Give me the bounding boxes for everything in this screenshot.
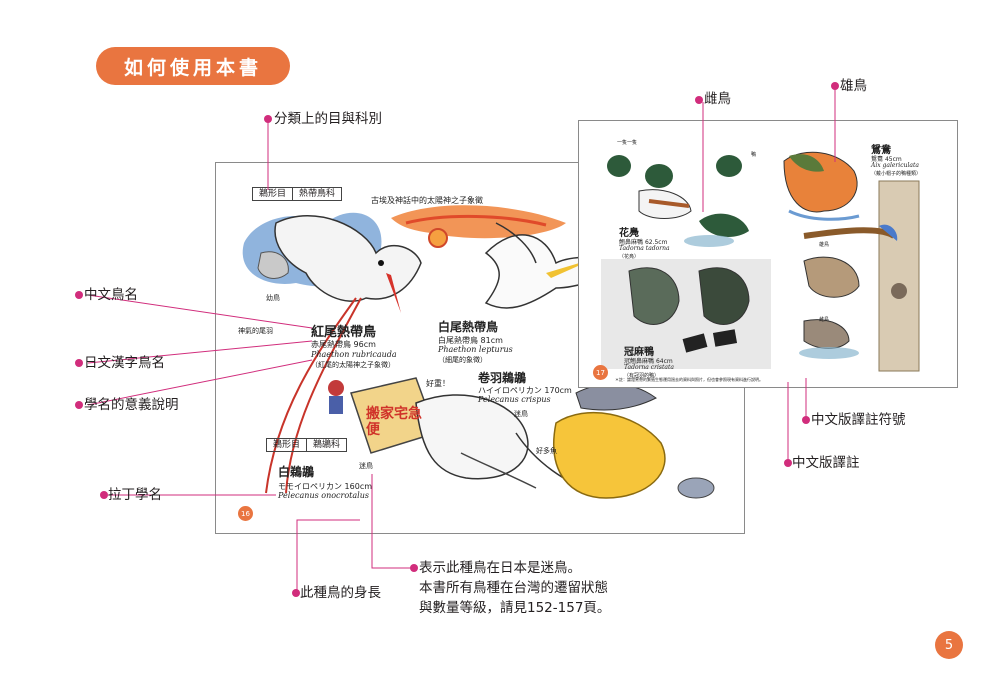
- order-tag: 鵜形目: [267, 439, 308, 451]
- side-note-1: 一隻一隻: [617, 140, 638, 146]
- delivery-box-label: 搬家宅急便: [366, 406, 422, 438]
- bird1-chinese-name: 紅尾熱帶鳥: [311, 325, 377, 340]
- bird2-japanese-name: 冠翹鼻麻鴨: [624, 358, 655, 365]
- bird1-chinese-name: 花鳧: [619, 228, 639, 239]
- annotation-dot-translator-mark: [802, 416, 810, 424]
- bird1-japanese-name: 翹鼻麻鴨: [619, 239, 644, 246]
- side-note-2: 鴨: [751, 152, 757, 158]
- bird3-latin-name: Aix galericulata: [871, 162, 919, 169]
- order-family-tag-2: 鵜形目 鵜鶘科: [266, 438, 348, 452]
- bird2-japanese-name: 白尾熱帶鳥: [438, 336, 478, 345]
- annotation-order-family: 分類上的目與科別: [274, 111, 382, 127]
- annotation-scientific-meaning: 學名的意義說明: [84, 397, 179, 413]
- annotation-dot-body-length: [292, 589, 300, 597]
- side-note-vagrant: 迷鳥: [359, 462, 373, 470]
- family-tag: 熱帶鳥科: [299, 189, 336, 199]
- family-tag: 鵜鶘科: [313, 440, 341, 450]
- bird1-latin-name: Tadorna tadorna: [619, 245, 670, 252]
- annotation-dot-translator-note: [784, 459, 792, 467]
- bird3-latin-name: Pelecanus crispus: [478, 395, 551, 404]
- page-title: 如何使用本書: [96, 47, 290, 85]
- annotation-female: 雌鳥: [704, 91, 731, 107]
- annotation-dot-japanese-name: [75, 359, 83, 367]
- annotation-translator-note: 中文版譯註: [792, 455, 860, 471]
- annotation-dot-scientific-meaning: [75, 401, 83, 409]
- bird2-chinese-name: 冠麻鴨: [624, 347, 654, 358]
- page-badge-right: 17: [593, 365, 608, 380]
- bird1-meaning: （花鳧）: [619, 254, 640, 260]
- annotation-dot-chinese-name: [75, 291, 83, 299]
- sample-page-left: 鵜形目 熱帶鳥科 古埃及神話中的太陽神之子象徵 紅尾熱帶鳥 赤尾熱帶鳥 96cm…: [215, 162, 745, 534]
- page-badge-left: 16: [238, 506, 253, 521]
- bird2-length: 81cm: [480, 336, 503, 345]
- bird1-length: 96cm: [353, 340, 376, 349]
- bird3-length: 45cm: [884, 156, 902, 163]
- side-note-3: 雄鳥: [819, 242, 830, 248]
- side-note-heavy: 好重！: [426, 379, 450, 388]
- annotation-chinese-name: 中文鳥名: [84, 287, 138, 303]
- order-tag: 鵜形目: [253, 188, 294, 200]
- annotation-dot-male: [831, 82, 839, 90]
- bird4-latin-name: Pelecanus onocrotalus: [278, 491, 369, 500]
- translator-footnote: ＊註：論證鴛鴦的繁殖生態運用過去的資料與照片，但也會參照現有資料進行說明。: [615, 377, 763, 382]
- bird3-chinese-name: 鴛鴦: [871, 145, 891, 156]
- bird2-length: 64cm: [655, 358, 673, 365]
- side-note-tail: 神氣的尾羽: [238, 327, 273, 335]
- bird-illustrations-right: [601, 151, 920, 372]
- bird4-chinese-name: 白鵜鶘: [278, 465, 315, 479]
- annotation-vagrant-line1: 表示此種鳥在日本是迷鳥。: [419, 560, 581, 576]
- side-note-vagrant-2: 迷鳥: [514, 410, 528, 418]
- bird1-japanese-name: 赤尾熱帶鳥: [311, 340, 351, 349]
- side-note-juvenile: 幼鳥: [266, 294, 280, 302]
- bird-illustrations-left: [242, 205, 717, 499]
- bird1-latin-name: Phaethon rubricauda: [311, 350, 397, 359]
- bird4-length: 160cm: [344, 482, 373, 491]
- annotation-latin-name: 拉丁學名: [108, 487, 162, 503]
- annotation-vagrant-line3: 與數量等級，請見152-157頁。: [419, 600, 611, 616]
- bird2-chinese-name: 白尾熱帶鳥: [438, 320, 499, 334]
- bird4-japanese-name: モモイロペリカン: [278, 482, 342, 491]
- annotation-dot-latin-name: [100, 491, 108, 499]
- order-family-tag-1: 鵜形目 熱帶鳥科: [252, 187, 343, 201]
- page-number: 5: [935, 631, 963, 659]
- side-note-fish: 好多魚: [536, 447, 557, 455]
- annotation-male: 雄鳥: [840, 78, 867, 94]
- bird3-meaning: （戴小帽子的鴨種類）: [871, 171, 922, 177]
- bird1-length: 62.5cm: [644, 239, 668, 246]
- caption-top: 古埃及神話中的太陽神之子象徵: [371, 196, 483, 205]
- annotation-dot-vagrant: [410, 564, 418, 572]
- bird1-meaning: （紅尾的太陽神之子象徵）: [311, 361, 395, 369]
- annotation-body-length: 此種鳥的身長: [300, 585, 381, 601]
- bird2-latin-name: Phaethon lepturus: [438, 345, 513, 354]
- annotation-japanese-name: 日文漢字鳥名: [84, 355, 165, 371]
- bird3-chinese-name: 卷羽鵜鶘: [478, 371, 527, 385]
- bird3-japanese-name: 鴛鴦: [871, 156, 884, 163]
- sample-page-right: 花鳧 翹鼻麻鴨 62.5cm Tadorna tadorna （花鳧） 冠麻鴨 …: [578, 120, 958, 388]
- bird2-meaning: （細尾的象徵）: [438, 356, 487, 364]
- bird2-latin-name: Tadorna cristata: [624, 364, 674, 371]
- annotation-translator-mark: 中文版譯註符號: [811, 412, 906, 428]
- bird3-length: 170cm: [544, 386, 572, 395]
- bird2-meaning: （有冠羽的鴨）: [624, 373, 660, 379]
- annotation-dot-female: [695, 96, 703, 104]
- annotation-dot-order-family: [264, 115, 272, 123]
- side-note-4: 雌鳥: [819, 317, 830, 323]
- bird3-japanese-name: ハイイロペリカン: [478, 386, 542, 395]
- annotation-vagrant-line2: 本書所有鳥種在台灣的遷留狀態: [419, 580, 608, 596]
